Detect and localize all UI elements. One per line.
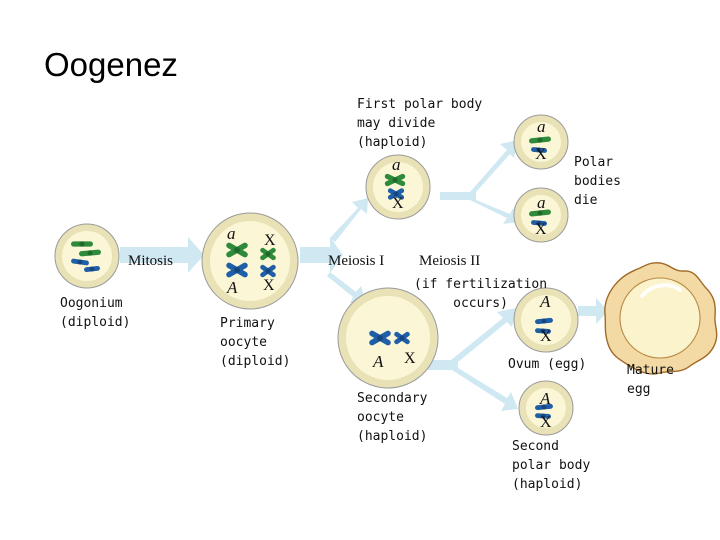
allele-label: X: [264, 232, 276, 249]
allele-label: X: [392, 195, 404, 212]
second-polar-body-cell: [518, 380, 574, 436]
allele-label: A: [540, 389, 551, 408]
mature-egg: [604, 262, 718, 375]
meiosis-2-label: Meiosis II: [419, 253, 481, 269]
arrow-meiosis-2: [418, 308, 518, 411]
arrow-meiosis-1: [300, 198, 368, 303]
second-polar-body-label: Second polar body (haploid): [512, 439, 591, 492]
allele-label: X: [404, 350, 416, 367]
arrow-polar-body-split: [440, 140, 520, 224]
allele-label: a: [537, 117, 546, 136]
oogonium-label: Oogonium (diploid): [60, 296, 131, 330]
fertilization-note: (if fertilization occurs): [414, 277, 548, 311]
mature-egg-label: Mature egg: [627, 363, 674, 397]
ovum-label: Ovum (egg): [508, 357, 587, 372]
primary-oocyte-cell: [201, 212, 299, 310]
secondary-oocyte-label: Secondary oocyte (haploid): [357, 391, 428, 444]
mitosis-label: Mitosis: [128, 253, 174, 269]
meiosis-1-label: Meiosis I: [328, 253, 385, 269]
allele-label: X: [540, 414, 552, 431]
allele-label: X: [540, 328, 552, 345]
allele-label: a: [392, 155, 401, 174]
allele-label: A: [373, 352, 384, 371]
ovum-cell: [513, 287, 579, 353]
page-title: Oogenez: [44, 46, 178, 83]
allele-label: A: [227, 278, 238, 297]
allele-label: X: [535, 221, 547, 238]
allele-label: X: [263, 277, 275, 294]
arrow-mitosis: [120, 237, 204, 273]
allele-label: a: [537, 193, 546, 212]
oogonium-cell: [54, 223, 120, 289]
arrow-maturation: [578, 298, 608, 324]
secondary-oocyte-cell: [337, 287, 439, 389]
polar-bodies-die-label: Polar bodies die: [574, 155, 621, 208]
polar-body-top-cell: [513, 114, 569, 170]
first-polar-body-label: First polar body may divide (haploid): [357, 97, 483, 150]
allele-label: X: [535, 146, 547, 163]
primary-oocyte-label: Primary oocyte (diploid): [220, 316, 291, 369]
allele-label: A: [540, 292, 551, 311]
polar-body-bottom-cell: [513, 187, 569, 243]
allele-label: a: [227, 224, 236, 243]
first-polar-body-cell: [365, 154, 431, 220]
